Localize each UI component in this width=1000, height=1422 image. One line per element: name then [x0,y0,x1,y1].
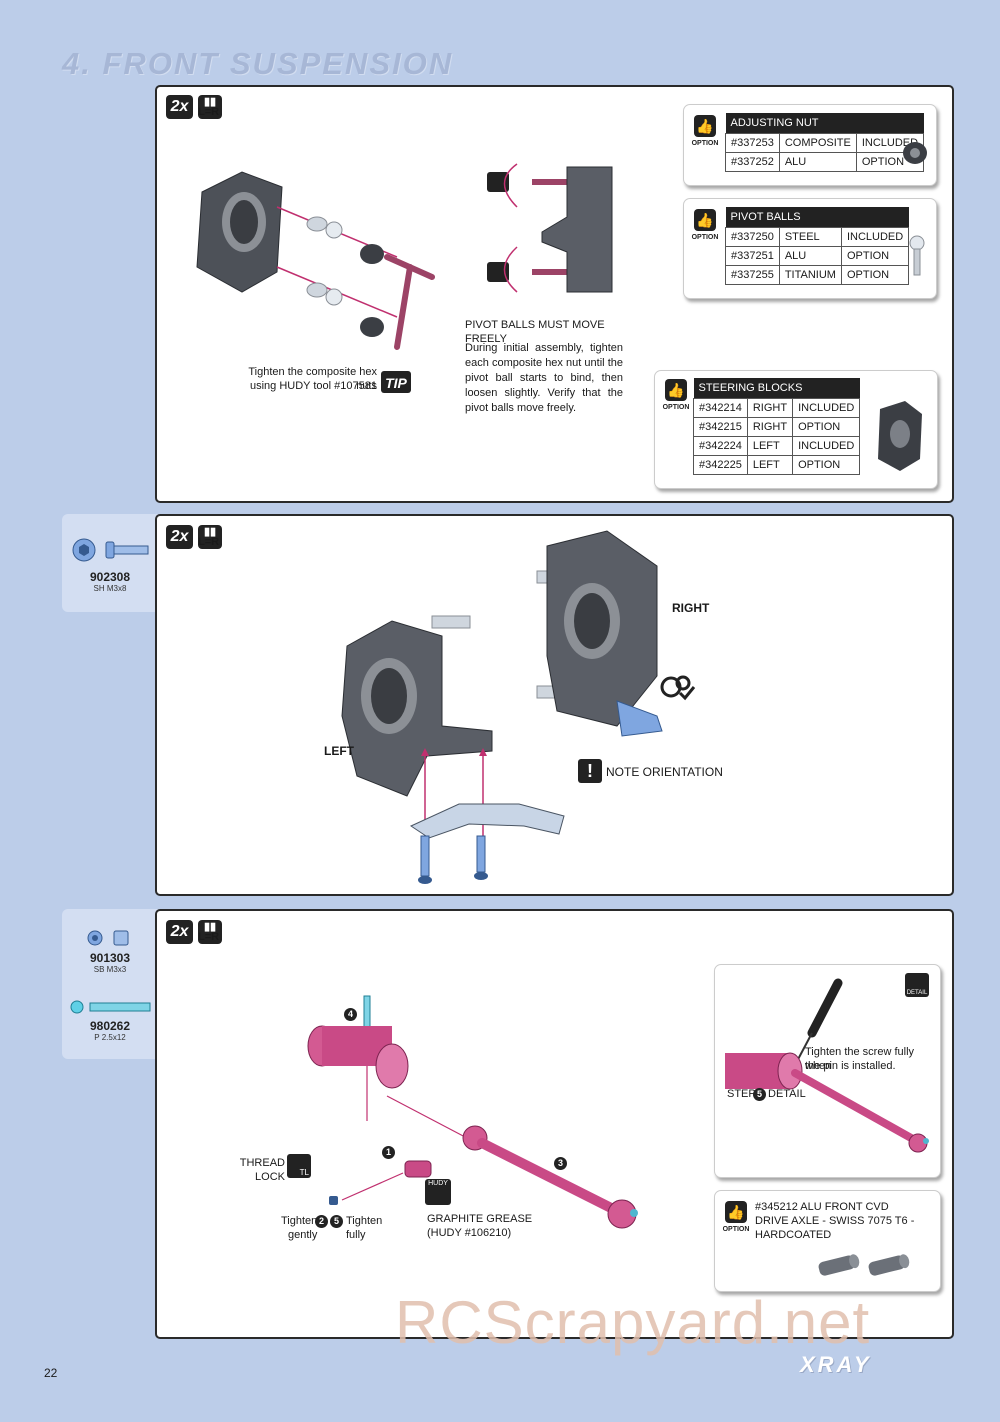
step-number-5: 5 [330,1215,343,1228]
quantity-badge: 2x [166,920,193,944]
adjusting-nut-image [903,142,927,164]
step-number-3: 3 [554,1157,567,1170]
step3-parts-tab: 901303 SB M3x3 980262 P 2.5x12 [62,909,158,1059]
step-detail-label-detail: DETAIL [768,1088,806,1100]
thread-lock-label-1: THREAD [239,1157,285,1169]
part-description: SH M3x8 [93,584,127,593]
step3-panel: 2x ▮▮L=R 4 1 3 THREAD LOCK TL Tighten ge… [155,909,954,1339]
thread-lock-icon: TL [287,1154,311,1178]
option-text-1: #345212 ALU FRONT CVD [755,1201,889,1213]
detail-magnifier-icon: DETAIL [905,973,929,997]
tighten-note-1: Tighten the composite hex nuts [248,366,377,392]
brand-logo: XRAY [800,1352,872,1377]
hex-tool-illustration [384,254,435,350]
alu-drive-axle-image [818,1254,910,1276]
page-title: 4. FRONT SUSPENSION [62,46,454,81]
option-alu-drive-axle: 👍 OPTION #345212 ALU FRONT CVD DRIVE AXL… [714,1190,941,1292]
left-equals-right-icon: ▮▮L=R [198,95,222,119]
tighten-gently-1: Tighten [281,1215,318,1227]
quantity-badge: 2x [166,95,193,119]
steering-block-illustration [196,171,398,337]
left-equals-right-icon: ▮▮L=R [198,920,222,944]
detail-box: DETAIL 1.5mm Tighten the screw fully whe… [714,964,941,1178]
left-label: LEFT [324,744,354,758]
hudy-grease-icon: HUDY [425,1179,451,1205]
option-text-3: HARDCOATED [755,1229,832,1241]
set-screw-icon [87,930,129,946]
quantity-badge: 2x [166,525,193,549]
thumbs-up-icon: 👍 [694,115,716,137]
grease-label-2: (HUDY #106210) [427,1227,512,1239]
step2-panel: 2x ▮▮L=R RIGHT LEFT ! N [155,514,954,896]
part-description: P 2.5x12 [94,1033,126,1042]
step-number-4: 4 [344,1008,357,1021]
step-detail-label-step: STEP [727,1088,756,1100]
table-header: STEERING BLOCKS [693,378,860,399]
page-number: 22 [44,1366,58,1380]
pivot-ball-image [909,235,925,276]
warning-icon: ! [578,759,602,783]
hex-driver-detail-illustration [725,978,929,1153]
table-header: PIVOT BALLS [725,207,909,228]
thread-lock-label-2: LOCK [255,1171,285,1183]
drive-axle-illustration [307,995,638,1229]
left-equals-right-icon: ▮▮L=R [198,525,222,549]
tighten-gently-2: gently [288,1229,318,1241]
tighten-fully-2: fully [346,1229,366,1241]
step-number-5-detail: 5 [753,1088,766,1101]
option-label: OPTION [662,404,690,411]
option-label: OPTION [722,1226,750,1233]
tighten-note-2: using HUDY tool #107581 [250,380,377,392]
part-description: SB M3x3 [93,965,127,974]
option-label: OPTION [691,234,719,241]
part-code: 901303 [89,951,131,965]
pivot-ball-movement-illustration [487,163,613,293]
part-code: 980262 [89,1019,131,1033]
option-text-2: DRIVE AXLE - SWISS 7075 T6 - [755,1215,915,1227]
thumbs-up-icon: 👍 [725,1201,747,1223]
right-label: RIGHT [672,601,710,615]
screws-illustration [418,835,488,884]
watermark: RCScrapyard.net [395,1289,871,1356]
step2-parts-tab: 902308 SH M3x8 [62,514,158,612]
step1-panel: 2x ▮▮L=R Tighten the composite hex nuts … [155,85,954,503]
pivot-instructions: During initial assembly, tighten each co… [465,342,623,414]
step-number-1: 1 [382,1146,395,1159]
thumbs-up-icon: 👍 [665,379,687,401]
detail-note-2: the pin is installed. [805,1060,896,1072]
left-steering-block-illustration [341,615,493,797]
pivot-heading: PIVOT BALLS MUST MOVE FREELY [465,319,605,345]
steering-plate-illustration [409,803,565,839]
table-header: ADJUSTING NUT [725,113,924,134]
grease-label-1: GRAPHITE GREASE [427,1213,533,1225]
pin-icon [70,1000,151,1014]
part-code: 902308 [89,570,131,584]
detail-note-1: Tighten the screw fully when [805,1046,915,1072]
step-number-2: 2 [315,1215,328,1228]
socket-head-screw-icon [72,538,149,562]
option-label: OPTION [691,140,719,147]
tip-badge: TIP [381,371,411,393]
right-steering-block-illustration [536,530,663,737]
gears-check-icon [660,675,696,701]
steering-block-image [878,401,922,471]
thumbs-up-icon: 👍 [694,209,716,231]
note-orientation: NOTE ORIENTATION [606,765,723,779]
tighten-fully-1: Tighten [346,1215,383,1227]
